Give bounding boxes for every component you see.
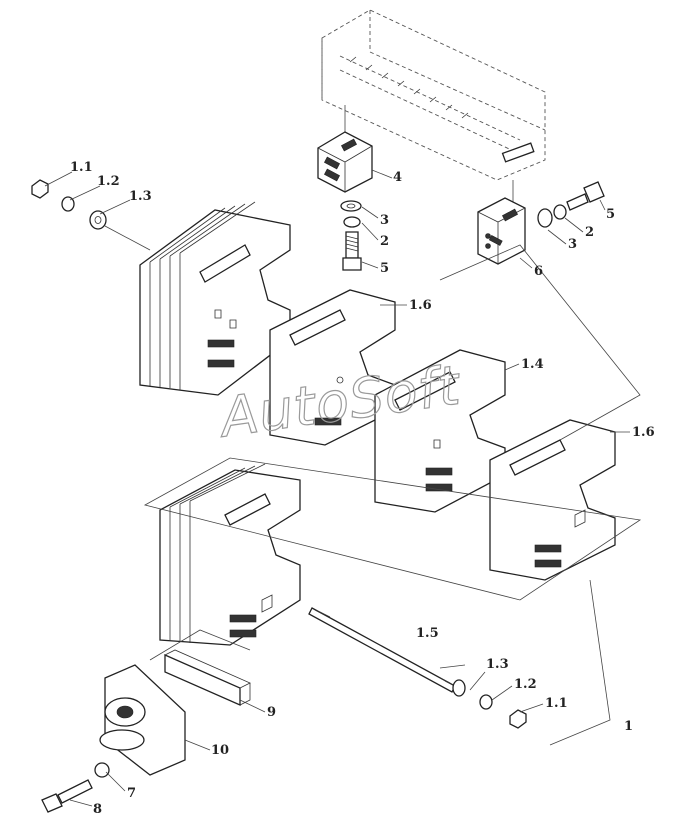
label-8: 8 (93, 802, 102, 817)
label-leader-lines (44, 169, 630, 807)
label-1-1-right: 1.1 (545, 696, 568, 711)
label-4: 4 (393, 170, 402, 185)
label-1-5: 1.5 (416, 626, 439, 641)
label-1-3-right: 1.3 (486, 657, 509, 672)
right-hardware-stack (537, 181, 605, 228)
mounting-frame-dashed (321, 9, 546, 210)
label-1-4: 1.4 (521, 357, 544, 372)
long-bolt-1-5 (308, 607, 527, 729)
weight-stack-upper (139, 201, 291, 396)
bolt-8-washer-7 (41, 762, 110, 813)
label-2-right: 2 (585, 225, 594, 240)
part-labels: 1.1 1.2 1.3 4 3 2 5 6 3 2 5 1.6 1.4 1.6 … (70, 160, 655, 817)
label-2-center: 2 (380, 234, 389, 249)
label-7: 7 (127, 786, 136, 801)
weight-plate-1-6-right (489, 419, 616, 581)
label-5-center: 5 (380, 261, 389, 276)
label-1-2-right: 1.2 (514, 677, 537, 692)
weight-plate-1-6-upper (269, 289, 396, 446)
label-6: 6 (534, 264, 543, 279)
washer-nut-bolt-stack (340, 200, 362, 271)
label-9: 9 (267, 705, 276, 720)
label-1-2-left: 1.2 (97, 174, 120, 189)
weight-stack-lower (159, 463, 301, 646)
label-1-3-left: 1.3 (129, 189, 152, 204)
label-1-1-left: 1.1 (70, 160, 93, 175)
label-1-6-upper: 1.6 (409, 298, 432, 313)
label-1-6-right: 1.6 (632, 425, 655, 440)
assembly-guide-lines (143, 244, 642, 746)
bracket-part-6 (477, 197, 526, 265)
left-hardware-stack (31, 179, 151, 251)
label-3-center: 3 (380, 213, 389, 228)
plate-part-9 (164, 649, 251, 706)
label-10: 10 (211, 743, 229, 758)
label-5-right: 5 (606, 207, 615, 222)
block-part-4 (317, 131, 373, 193)
label-1: 1 (624, 719, 633, 734)
weight-plate-1-4 (374, 349, 506, 513)
hitch-part-10 (99, 664, 186, 776)
label-3-right: 3 (568, 237, 577, 252)
